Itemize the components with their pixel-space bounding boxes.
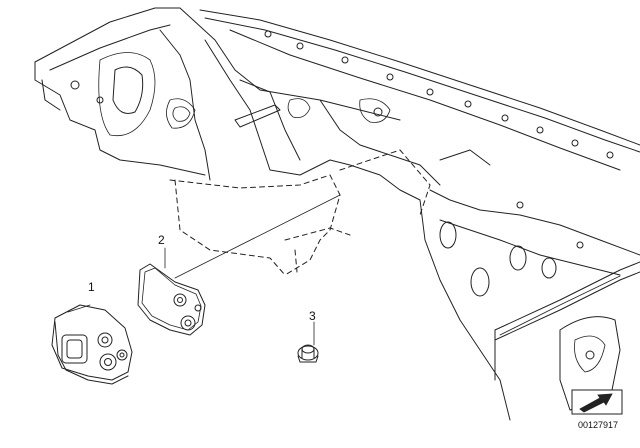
part-1-mount-bracket: [51, 304, 133, 385]
callout-3-label: 3: [309, 309, 316, 323]
callout-2-label: 2: [158, 233, 165, 247]
body-structure: [34, 7, 640, 421]
direction-arrow-icon: [571, 389, 623, 415]
part-2-gasket: [137, 263, 206, 336]
diagram-id: 00127917: [578, 420, 618, 430]
callout-1-label: 1: [88, 280, 95, 294]
leader-lines: [164, 247, 315, 346]
part-3-fastener: [297, 344, 319, 363]
